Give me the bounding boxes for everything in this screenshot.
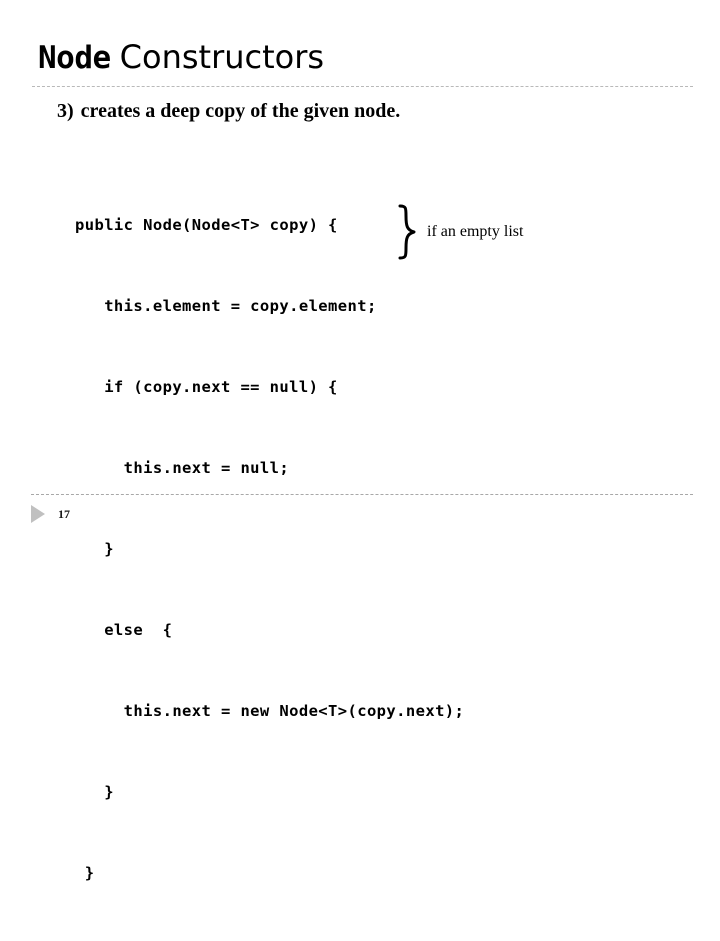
footer-divider xyxy=(31,494,693,495)
code-block: public Node(Node<T> copy) { this.element… xyxy=(75,158,464,941)
code-line: } xyxy=(75,864,95,882)
annotation-label: if an empty list xyxy=(427,223,524,240)
code-line: if (copy.next == null) { xyxy=(75,378,338,396)
title-divider xyxy=(32,86,693,87)
page-title-mono-part: Node xyxy=(38,40,111,76)
page-title: Node Constructors xyxy=(38,38,698,82)
code-line: public Node(Node<T> copy) { xyxy=(75,216,338,234)
code-line: } xyxy=(75,783,114,801)
code-line: this.next = new Node<T>(copy.next); xyxy=(75,702,465,720)
code-annotation: if an empty list xyxy=(398,204,523,260)
slide-footer: 17 xyxy=(31,503,70,525)
code-line: } xyxy=(75,540,114,558)
code-line: this.next = null; xyxy=(75,459,290,477)
play-triangle-icon xyxy=(31,505,45,523)
code-line: this.element = copy.element; xyxy=(75,297,377,315)
page-title-sans-part: Constructors xyxy=(119,38,325,76)
code-line: else { xyxy=(75,621,173,639)
slide-canvas: Node Constructors 3) creates a deep copy … xyxy=(31,38,698,882)
right-curly-brace-icon xyxy=(398,204,416,260)
subtitle-text: creates a deep copy of the given node. xyxy=(80,100,401,122)
subtitle-number: 3) xyxy=(57,100,74,122)
page-number: 17 xyxy=(58,506,70,521)
subtitle-line: 3) creates a deep copy of the given node. xyxy=(57,100,400,123)
